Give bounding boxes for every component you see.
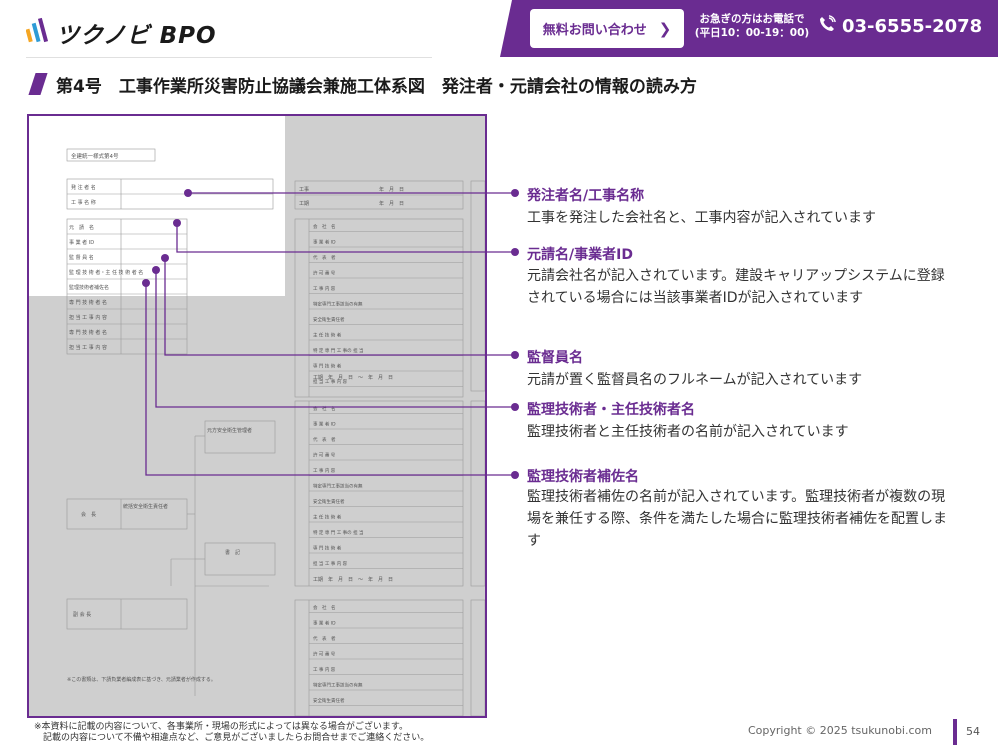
chevron-right-icon: ❯ bbox=[658, 19, 672, 38]
contact-button[interactable]: 無料お問い合わせ ❯ bbox=[530, 9, 684, 48]
doc-right-row-label: 工 事 内 容 bbox=[313, 285, 336, 292]
doc-right-row-label: 工 事 内 容 bbox=[313, 467, 336, 474]
secretary-label: 書 記 bbox=[225, 549, 240, 556]
doc-right-row-label: 主 任 技 術 者 bbox=[313, 332, 342, 339]
form-label: 全建統一様式第4号 bbox=[71, 152, 119, 160]
doc-right-row-label: 許 可 番 号 bbox=[313, 651, 336, 658]
doc-right-row-label: 事 業 者 ID bbox=[313, 239, 336, 246]
doc-right-row-label: 会 社 名 bbox=[313, 405, 336, 412]
phone-icon bbox=[818, 15, 836, 38]
doc-right-row-label: 専 門 技 術 者 bbox=[313, 545, 342, 552]
callout-title-prime-contractor: 元請名/事業者ID bbox=[527, 247, 633, 263]
start-label: 工期 bbox=[299, 201, 309, 207]
hours-line1: お急ぎの方はお電話で bbox=[699, 13, 805, 25]
callout-title-client: 発注者名/工事名称 bbox=[527, 188, 645, 204]
logo-text: ツクノビ BPO bbox=[56, 23, 217, 49]
doc-left-row-label: 監 理 技 術 者・主 任 技 術 者 名 bbox=[69, 269, 143, 276]
doc-right-row-label: 安全衛生責任者 bbox=[313, 498, 345, 505]
header-divider bbox=[26, 57, 432, 58]
doc-right-row-label: 許 可 番 号 bbox=[313, 452, 336, 459]
callout-desc-client: 工事を発注した会社名と、工事内容が記入されています bbox=[527, 210, 877, 226]
logo-icon bbox=[25, 17, 49, 43]
doc-right-row-label: 事 業 者 ID bbox=[313, 620, 336, 627]
hours-line2: (平日10：00-19：00) bbox=[694, 27, 810, 39]
construction-label: 工事 bbox=[299, 186, 309, 193]
callout-title-chief-engineer: 監理技術者・主任技術者名 bbox=[527, 402, 695, 418]
doc-right-row-label: 代 表 者 bbox=[313, 254, 336, 261]
highlight-region bbox=[29, 116, 285, 296]
doc-right-row-label: 工 事 内 容 bbox=[313, 666, 336, 673]
doc-right-row-label: 安全衛生責任者 bbox=[313, 697, 345, 704]
callout-desc-assistant-engineer: 監理技術者補佐の名前が記入されています。監理技術者が複数の現場を兼任する際、条件… bbox=[527, 489, 947, 549]
date-header-2: 年 月 日 bbox=[379, 200, 404, 207]
chair-label: 会 長 bbox=[81, 511, 96, 518]
doc-right-row-label: 安全衛生責任者 bbox=[313, 316, 345, 323]
page-number: 54 bbox=[966, 725, 980, 738]
doc-right-row-label: 特定専門工事該当の有無 bbox=[313, 682, 363, 689]
doc-top-row-label: 発 注 者 名 bbox=[71, 184, 96, 191]
title-accent bbox=[28, 73, 48, 95]
doc-left-row-label: 監 督 員 名 bbox=[69, 254, 94, 261]
form-document-image: 全建統一様式第4号 工事 工期 年 月 日 年 月 日 元方安全衛生管理者 会 … bbox=[27, 114, 487, 718]
doc-left-row-label: 担 当 工 事 内 容 bbox=[69, 344, 107, 351]
doc-right-row-label: 許 可 番 号 bbox=[313, 270, 336, 277]
callout-title-supervisor: 監督員名 bbox=[527, 350, 583, 366]
doc-right-row-label: 主 任 技 術 者 bbox=[313, 514, 342, 521]
doc-left-row-label: 専 門 技 術 者 名 bbox=[69, 299, 107, 306]
doc-right-row-label: 代 表 者 bbox=[313, 635, 336, 642]
contact-button-label: 無料お問い合わせ bbox=[542, 23, 647, 38]
general-safety-label: 統括安全衛生責任者 bbox=[123, 503, 168, 510]
callout-desc-chief-engineer: 監理技術者と主任技術者の名前が記入されています bbox=[527, 424, 849, 440]
doc-right-row-label: 担 当 工 事 内 容 bbox=[313, 560, 348, 567]
footer-note: ※本資料に記載の内容について、各事業所・現場の形式によっては異なる場合がございま… bbox=[34, 722, 430, 743]
doc-right-row-label: 特 定 専 門 工 事の 担 当 bbox=[313, 347, 364, 354]
doc-right-row-label: 会 社 名 bbox=[313, 223, 336, 230]
doc-right-row-label: 事 業 者 ID bbox=[313, 421, 336, 428]
doc-left-row-label: 担 当 工 事 内 容 bbox=[69, 314, 107, 321]
doc-left-row-label: 事 業 者 ID bbox=[69, 239, 94, 246]
safety-manager-label: 元方安全衛生管理者 bbox=[207, 427, 252, 434]
phone-link[interactable]: 03-6555-2078 bbox=[818, 15, 982, 38]
doc-right-row-label: 担 当 工 事 内 容 bbox=[313, 378, 348, 385]
period-row-2: 工期 年 月 日 ～ 年 月 日 bbox=[313, 576, 393, 583]
document-footnote: ※この書類は、下請負業者編成表に基づき、元請業者が作成する。 bbox=[67, 676, 216, 683]
copyright: Copyright © 2025 tsukunobi.com bbox=[748, 724, 932, 737]
callout-desc-supervisor: 元請が置く監督員名のフルネームが記入されています bbox=[527, 372, 863, 388]
doc-right-row-label: 特定専門工事該当の有無 bbox=[313, 483, 363, 490]
doc-right-row-label: 会 社 名 bbox=[313, 604, 336, 611]
business-hours: お急ぎの方はお電話で (平日10：00-19：00) bbox=[690, 12, 814, 40]
page-number-accent bbox=[953, 719, 957, 745]
callout-desc-prime-contractor: 元請会社名が記入されています。建設キャリアップシステムに登録されている場合には当… bbox=[527, 268, 945, 306]
date-header: 年 月 日 bbox=[379, 186, 404, 193]
callout-title-assistant-engineer: 監理技術者補佐名 bbox=[527, 469, 639, 485]
doc-left-row-label: 専 門 技 術 者 名 bbox=[69, 329, 107, 336]
doc-top-row-label: 工 事 名 称 bbox=[71, 199, 96, 206]
phone-number: 03-6555-2078 bbox=[842, 16, 983, 37]
page-title: 第4号 工事作業所災害防止協議会兼施工体系図 発注者・元請会社の情報の読み方 bbox=[56, 77, 697, 97]
vice-chair-label: 副 会 長 bbox=[73, 611, 91, 618]
doc-right-row-label: 代 表 者 bbox=[313, 436, 336, 443]
doc-left-row-label: 元 請 名 bbox=[69, 224, 94, 231]
doc-right-row-label: 専 門 技 術 者 bbox=[313, 363, 342, 370]
doc-right-row-label: 特定専門工事該当の有無 bbox=[313, 301, 363, 308]
doc-left-row-label: 監理技術者補佐名 bbox=[69, 284, 109, 291]
doc-right-row-label: 特 定 専 門 工 事の 担 当 bbox=[313, 529, 364, 536]
